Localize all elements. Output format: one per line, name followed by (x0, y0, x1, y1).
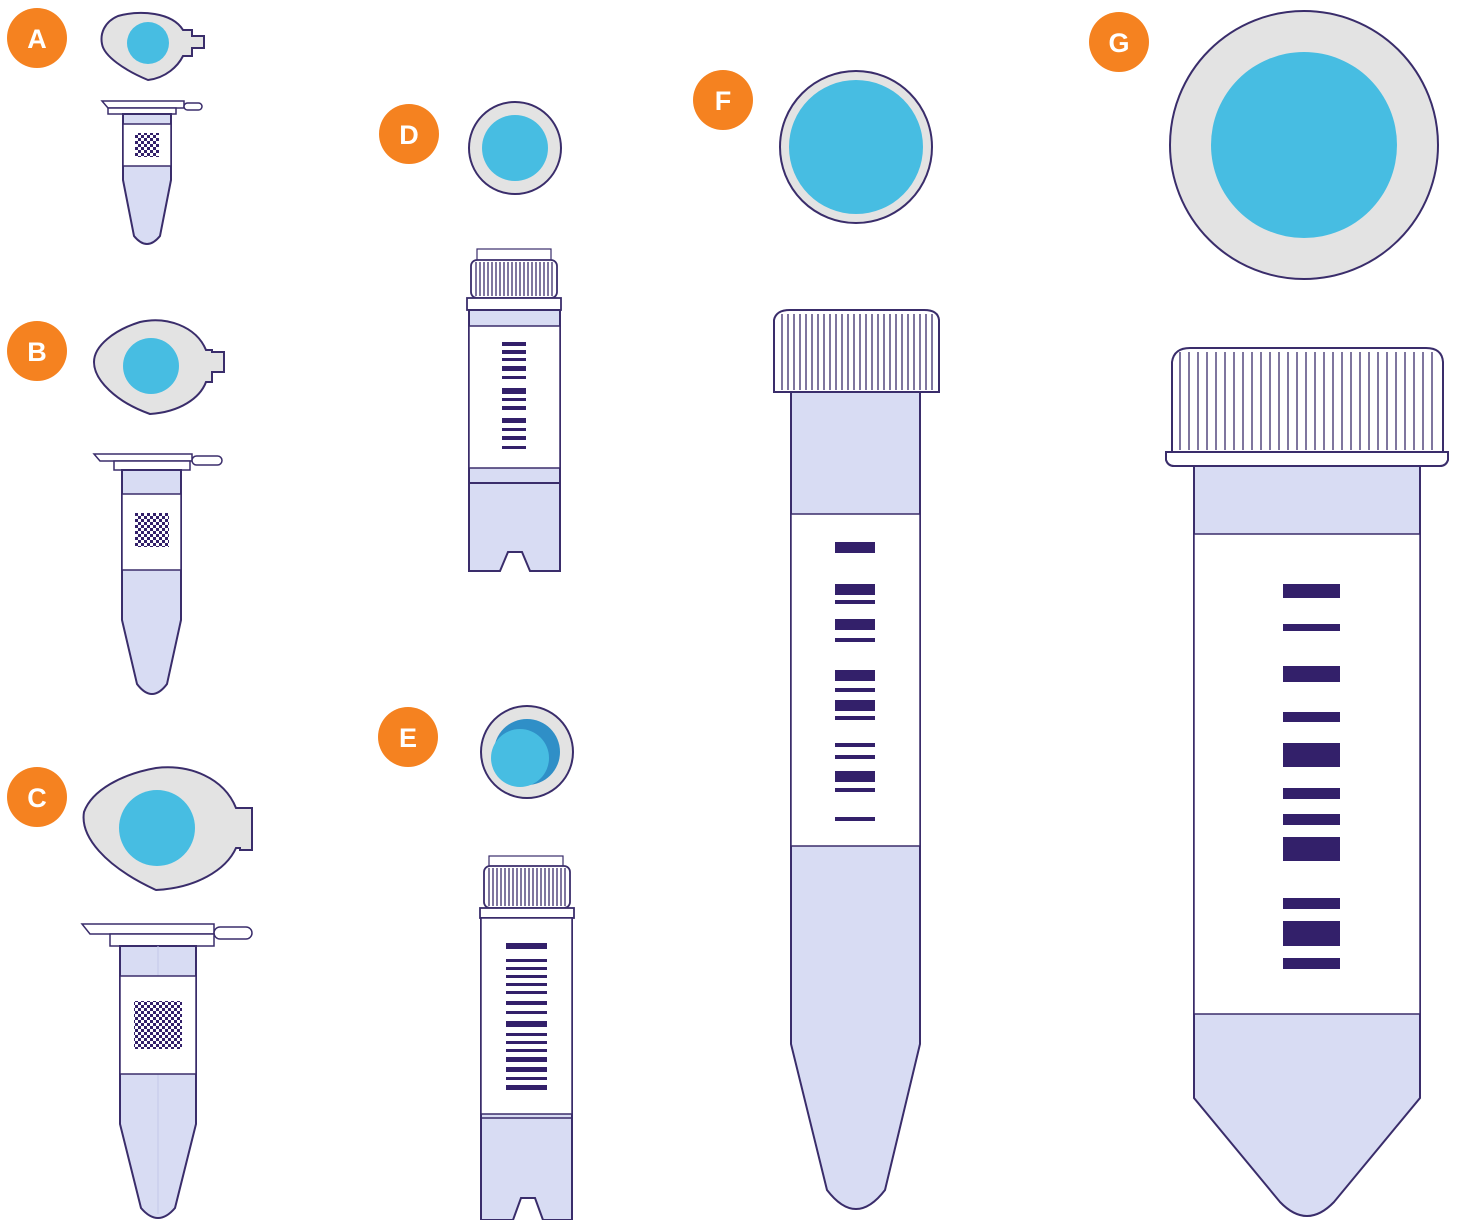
conical-f-cap-top-view (779, 70, 933, 224)
datamatrix-c-icon (134, 1001, 182, 1049)
datamatrix-a-icon (135, 133, 159, 157)
cryovial-d-cap-top-view (468, 101, 562, 195)
badge-b-label: B (27, 337, 47, 367)
badge-a-label: A (27, 24, 47, 54)
badge-g-label: G (1108, 28, 1129, 58)
cryovial-e-cap-top-view (480, 705, 574, 799)
microtube-b (92, 453, 223, 695)
microtube-a (100, 100, 203, 245)
microtube-c (80, 923, 253, 1219)
badge-g: G (1089, 12, 1149, 72)
datamatrix-b-icon (135, 513, 169, 547)
conical-g-cap-top-view (1169, 10, 1439, 280)
badge-f-label: F (715, 86, 732, 116)
microtube-b-cap-top-view (92, 319, 225, 416)
badge-d-label: D (399, 120, 419, 150)
badge-b: B (7, 321, 67, 381)
microtube-c-cap-top-view (82, 766, 253, 892)
badge-c-label: C (27, 783, 47, 813)
barcode-d-icon (502, 342, 526, 449)
badge-a: A (7, 8, 67, 68)
badge-e: E (378, 707, 438, 767)
barcode-e-icon (506, 943, 547, 1090)
barcode-g-icon (1283, 584, 1340, 969)
badge-e-label: E (399, 723, 417, 753)
conical-g (1165, 347, 1449, 1217)
barcode-f-icon (835, 542, 875, 821)
badge-c: C (7, 767, 67, 827)
microtube-a-cap-top-view (100, 11, 205, 82)
badge-f: F (693, 70, 753, 130)
badge-d: D (379, 104, 439, 164)
cryovial-e (479, 855, 575, 1220)
cryovial-d (466, 248, 562, 572)
conical-f (773, 309, 940, 1210)
